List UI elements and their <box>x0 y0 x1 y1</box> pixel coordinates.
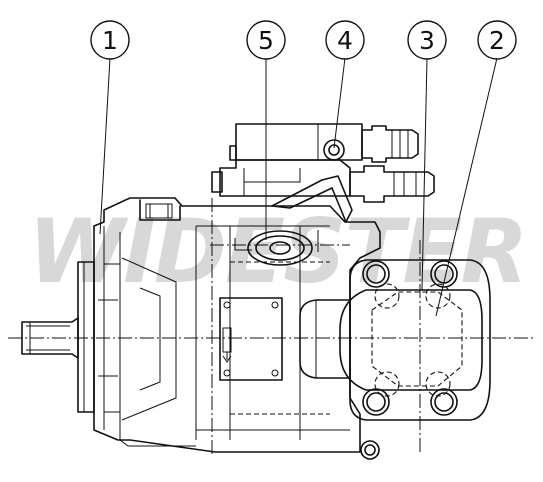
callout-3: 3 <box>407 20 447 60</box>
callout-5: 5 <box>246 20 286 60</box>
callout-2-label: 2 <box>489 26 505 55</box>
port-flange <box>339 259 491 460</box>
pump-housing <box>93 197 381 453</box>
nameplate <box>219 297 283 381</box>
callout-4-label: 4 <box>337 26 353 55</box>
gauge-port <box>234 230 319 266</box>
callout-2: 2 <box>477 20 517 60</box>
callout-1-label: 1 <box>102 26 118 55</box>
centerlines <box>8 198 535 455</box>
leader-lines <box>99 57 498 317</box>
callout-3-label: 3 <box>419 26 435 55</box>
callout-4: 4 <box>325 20 365 60</box>
watermark: WIDESTER <box>28 200 526 303</box>
callout-1: 1 <box>90 20 130 60</box>
callout-5-label: 5 <box>258 26 274 55</box>
